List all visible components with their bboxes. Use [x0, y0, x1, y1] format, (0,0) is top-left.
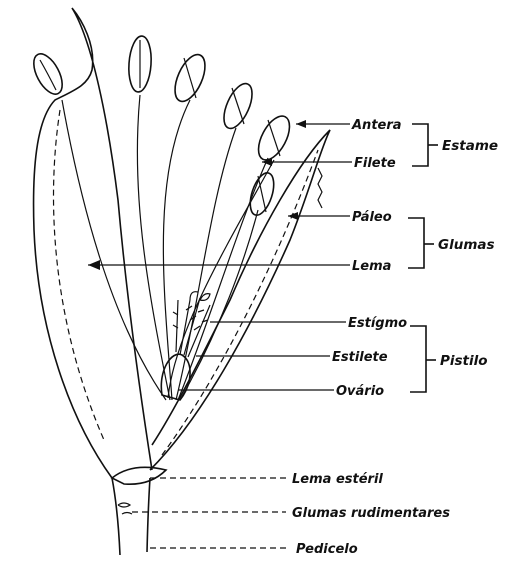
lema-bract [34, 8, 152, 478]
label-estigma: Estígmo [348, 316, 407, 331]
label-glumas-rudimentares: Glumas rudimentares [292, 506, 450, 521]
filaments [62, 95, 274, 400]
label-antera: Antera [351, 118, 402, 133]
label-ovario: Ovário [336, 384, 384, 399]
anthers [28, 35, 296, 218]
pedicel-stem [112, 478, 150, 555]
label-filete: Filete [354, 156, 396, 171]
label-estilete: Estilete [332, 350, 388, 365]
label-pedicelo: Pedicelo [296, 542, 358, 557]
palea-inner-edge [162, 150, 318, 455]
palea-notch [318, 168, 322, 208]
palea-bract [150, 130, 330, 470]
group-label-glumas: Glumas [438, 237, 495, 253]
sterile-lemma [112, 467, 166, 484]
rudimentary-glumes [118, 503, 132, 514]
lema-inner-edge [53, 110, 104, 440]
label-lema: Lema [352, 259, 391, 274]
label-palea: Páleo [352, 210, 392, 225]
spikelet-drawing [28, 8, 330, 555]
group-label-pistilo: Pistilo [440, 353, 488, 369]
group-label-estame: Estame [442, 138, 498, 154]
label-lema-esteril: Lema estéril [292, 472, 383, 487]
group-brackets [408, 124, 438, 392]
